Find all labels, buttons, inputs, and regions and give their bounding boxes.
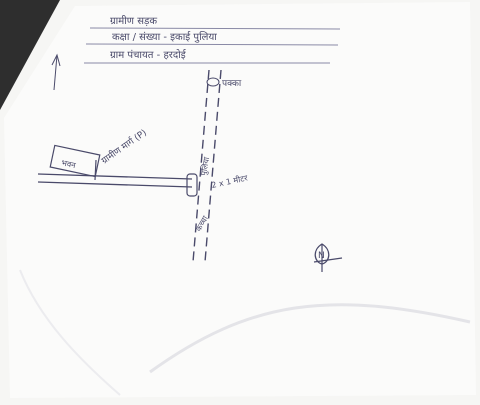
- paper-page: [4, 2, 476, 398]
- header-line-2: कक्षा / संख्या - इकाई पुलिया: [112, 31, 217, 43]
- header-line-1: ग्रामीण सड़क: [110, 15, 157, 27]
- header-line-3: ग्राम पंचायत - हरदोई: [110, 49, 187, 61]
- north-label: N: [318, 251, 325, 261]
- pole-top-label: पक्का: [222, 79, 242, 89]
